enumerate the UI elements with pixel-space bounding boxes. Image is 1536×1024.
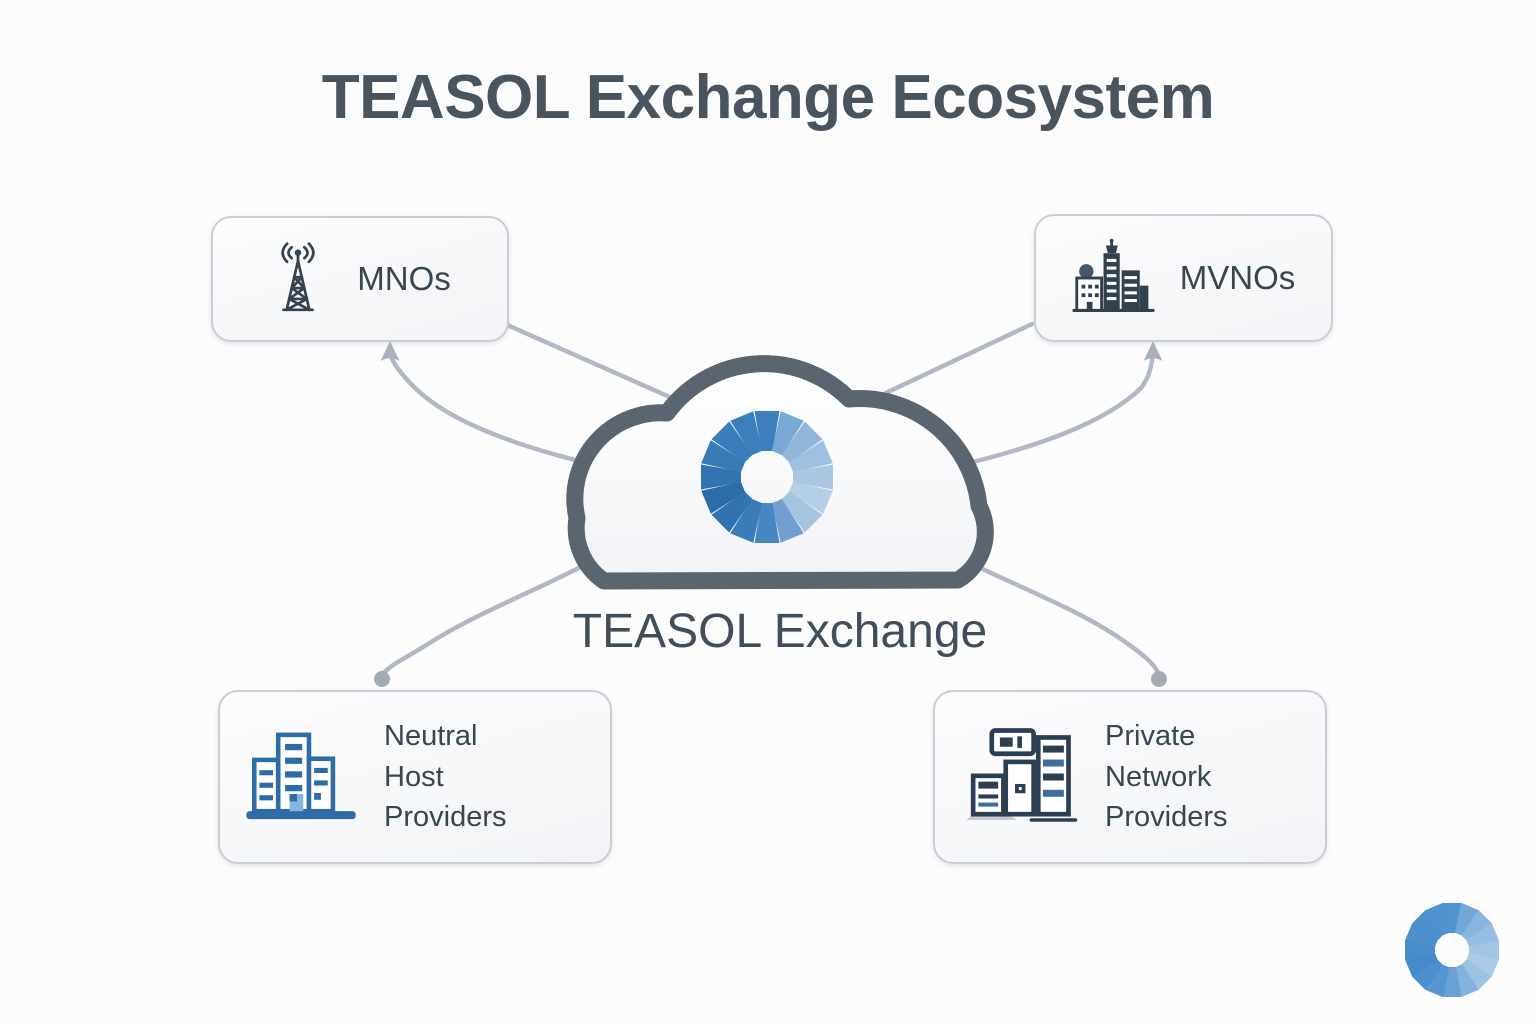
teasol-corner-logo-icon <box>1404 902 1500 998</box>
node-label-mvnos: MVNOs <box>1179 259 1296 296</box>
node-label-private-network: Private Network Providers <box>1105 720 1228 834</box>
server-equipment-icon <box>966 728 1078 822</box>
connector-dot-neutral-host <box>374 671 390 687</box>
node-label-neutral-host: Neutral Host Providers <box>384 720 507 834</box>
connector-line-mnos-to-hub <box>502 321 702 413</box>
connector-curve-hub-to-mnos <box>387 350 594 467</box>
node-label-mnos: MNOs <box>357 260 451 297</box>
hub-cloud-icon <box>566 355 994 590</box>
node-box-neutral-host: Neutral Host Providers <box>218 690 612 864</box>
cell-tower-icon <box>281 242 316 312</box>
arrowhead-mnos <box>380 341 400 361</box>
arrowhead-mvnos <box>1143 341 1163 361</box>
node-box-mnos: MNOs <box>211 216 509 342</box>
connector-line-mvnos-to-hub <box>851 321 1035 411</box>
connector-curve-hub-to-mvnos <box>962 350 1156 467</box>
connector-dot-private-network <box>1151 671 1167 687</box>
node-box-private-network: Private Network Providers <box>933 690 1327 864</box>
office-buildings-icon <box>1072 238 1155 312</box>
hub-label: TEASOL Exchange <box>572 605 988 658</box>
teasol-spinner-logo <box>701 411 833 543</box>
page-title: TEASOL Exchange Ecosystem <box>321 63 1215 132</box>
node-box-mvnos: MVNOs <box>1034 214 1333 342</box>
buildings-outline-icon <box>246 732 356 820</box>
